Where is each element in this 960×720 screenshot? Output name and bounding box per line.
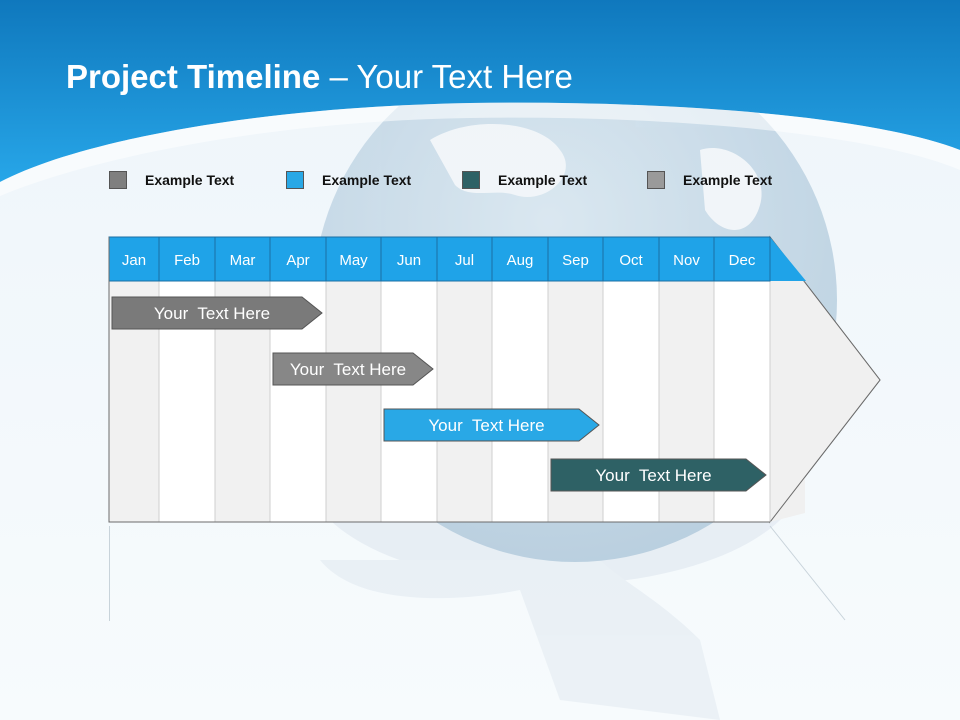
legend-label: Example Text (498, 172, 588, 188)
month-label: Apr (286, 252, 309, 269)
task-bar-label: Your Text Here (428, 416, 544, 435)
header-swoosh (0, 102, 960, 196)
legend-label: Example Text (145, 172, 235, 188)
month-column (380, 280, 438, 523)
title-rest: – Your Text Here (320, 58, 573, 95)
month-label: Dec (729, 252, 756, 269)
month-label: Jul (455, 252, 474, 269)
legend-swatch (462, 171, 480, 189)
month-label: Jun (397, 252, 421, 269)
month-column (325, 280, 382, 523)
month-label: Jan (122, 252, 146, 269)
task-bar (550, 458, 767, 492)
legend-label: Example Text (322, 172, 412, 188)
month-label: Sep (562, 252, 589, 269)
task-bar-label: Your Text Here (154, 304, 270, 323)
title-bold: Project Timeline (66, 58, 321, 95)
month-label: May (339, 252, 368, 269)
month-label: Aug (507, 252, 534, 269)
task-bar-label: Your Text Here (595, 466, 711, 485)
month-label: Feb (174, 252, 200, 269)
task-bar (111, 296, 323, 330)
legend-swatch (647, 171, 665, 189)
legend-swatch (109, 171, 127, 189)
month-label: Mar (230, 252, 256, 269)
header-band (0, 0, 960, 182)
slide-title: Project Timeline – Your Text Here (66, 58, 573, 96)
legend-label: Example Text (683, 172, 773, 188)
month-column (491, 280, 549, 523)
timeline-reflection (769, 525, 846, 621)
task-bar-label: Your Text Here (290, 360, 406, 379)
month-header-band (109, 237, 806, 281)
timeline-frame (108, 237, 770, 523)
task-bar (383, 408, 600, 442)
legend-swatch (286, 171, 304, 189)
task-bar (272, 352, 434, 386)
month-label: Oct (619, 252, 643, 269)
month-label: Nov (673, 252, 700, 269)
month-column (436, 280, 493, 523)
month-header-cell (713, 236, 771, 282)
timeline-reflection (109, 526, 110, 621)
